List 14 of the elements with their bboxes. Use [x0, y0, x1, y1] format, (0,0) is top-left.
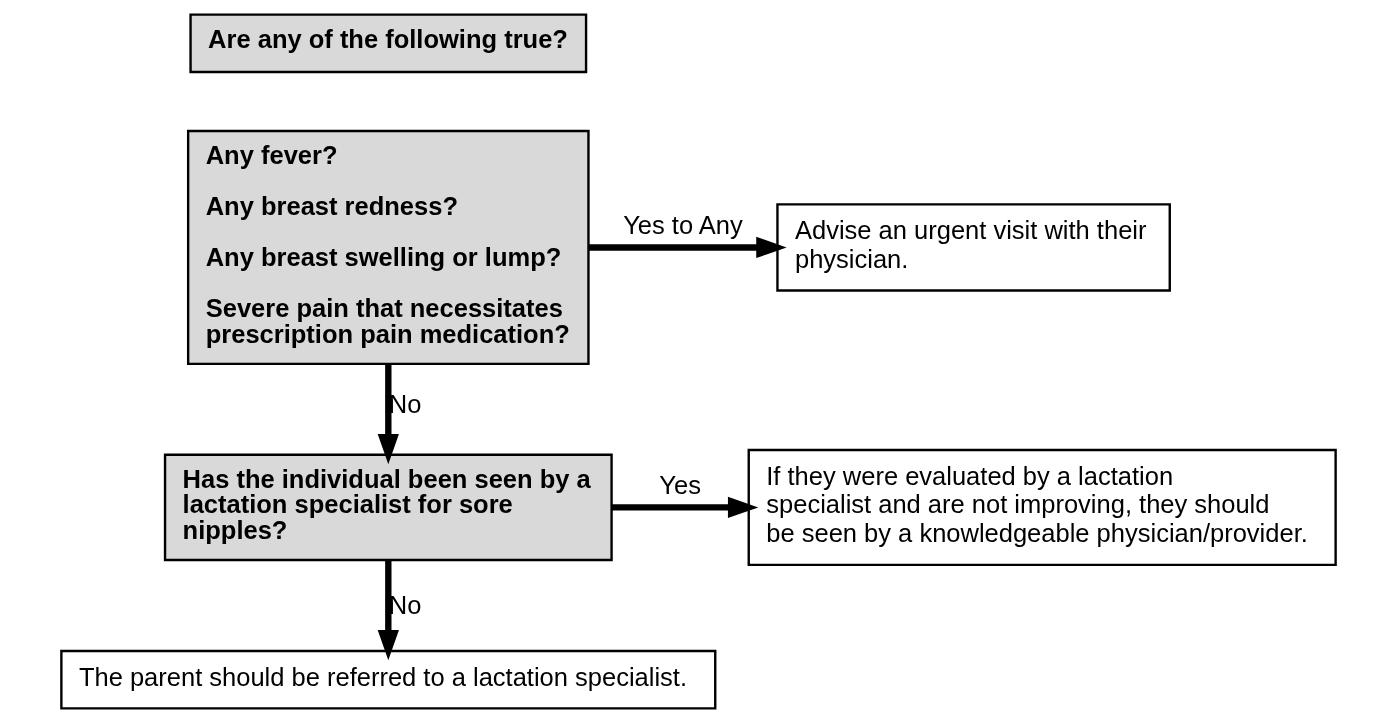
node-box: Any fever? Any breast redness? Any breast swelling or lump? Severe pain that necessitates prescription pain medication? — [186, 129, 590, 366]
node-box: Has the individual been seen by a lactation specialist for sore nipples? — [163, 453, 613, 562]
edge-label: Yes — [658, 471, 701, 500]
arrow — [377, 363, 399, 465]
node-box: Advise an urgent visit with their physician. — [775, 203, 1171, 292]
arrow — [588, 236, 787, 259]
node-box: Are any of the following true? — [188, 13, 587, 74]
arrow — [611, 496, 758, 519]
arrow — [377, 560, 399, 661]
node-box: If they were evaluated by a lactation specialist and are not improving, they should be seen by a knowledgeable physician/provider. — [747, 448, 1337, 567]
edge-label: No — [388, 390, 421, 419]
edge-label: Yes to Any — [622, 211, 743, 240]
node-box: The parent should be referred to a lactation specialist. — [59, 649, 716, 710]
edge-label: No — [388, 590, 421, 619]
